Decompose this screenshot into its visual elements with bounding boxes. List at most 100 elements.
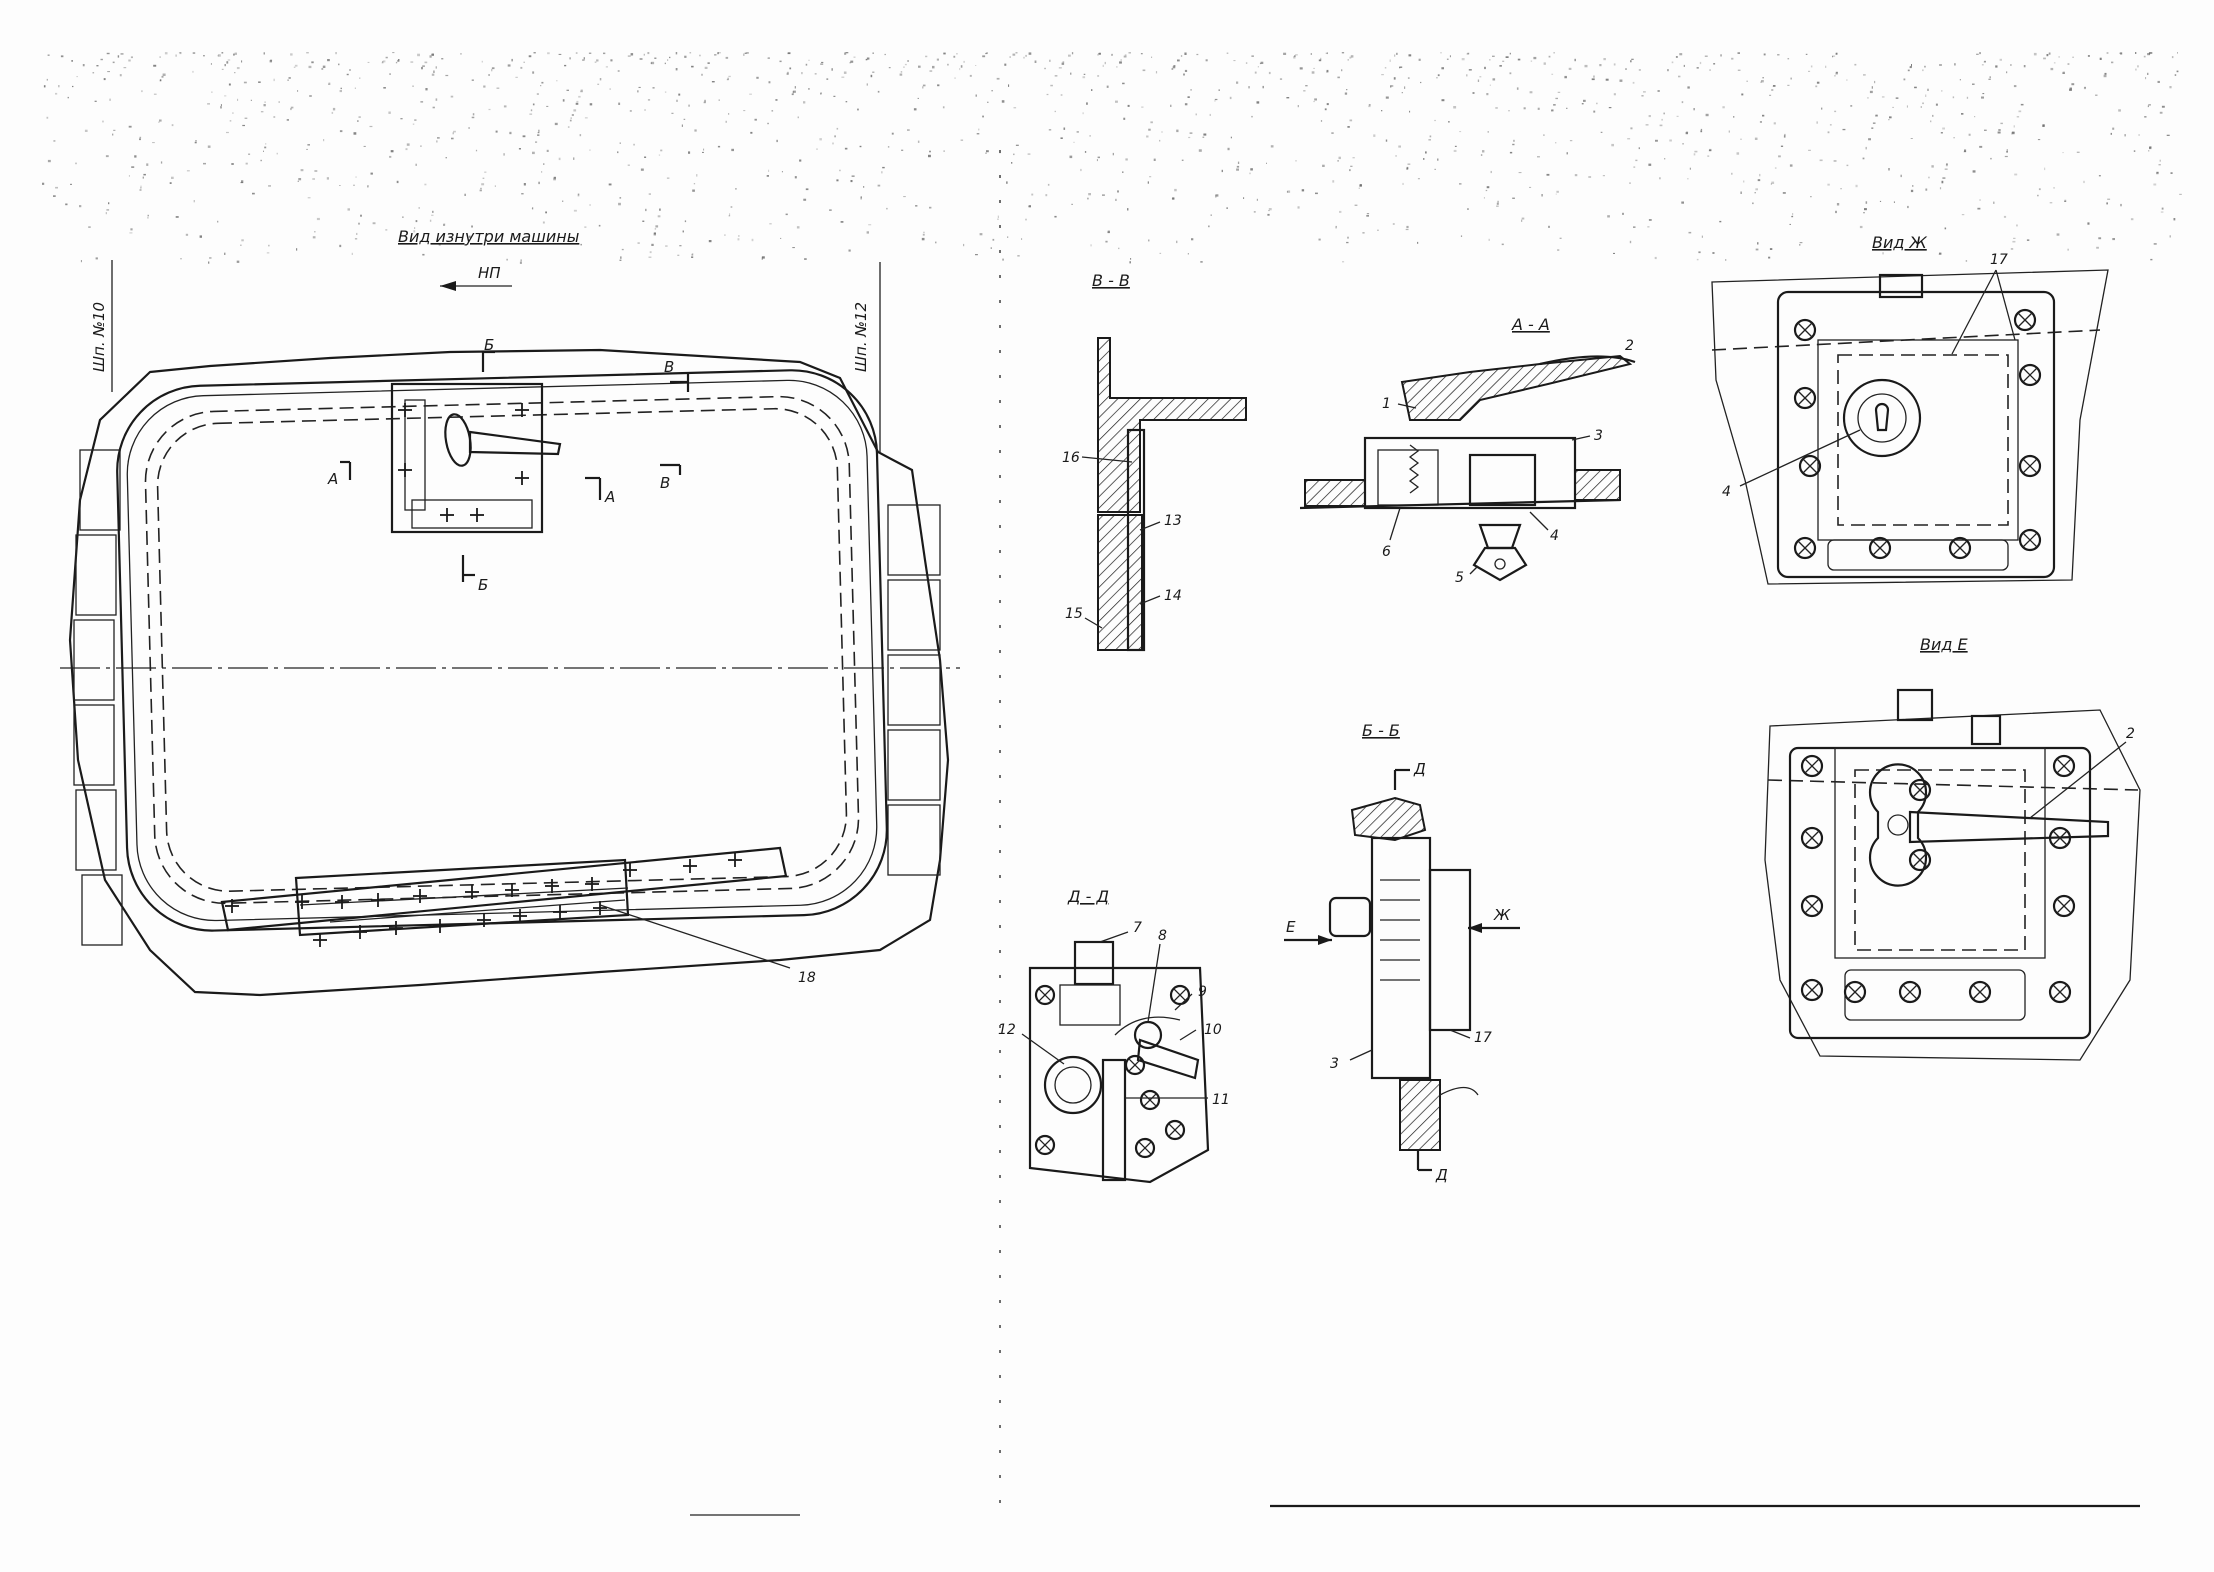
bb-lock-housing bbox=[1370, 836, 1432, 1080]
view-zh: Вид Ж 17 4 bbox=[1711, 233, 2109, 585]
plate-left bbox=[1304, 479, 1366, 507]
view-e-housing bbox=[1834, 747, 2046, 959]
callout-leader-18 bbox=[599, 904, 791, 969]
aa-callout-6: 6 bbox=[1382, 544, 1391, 560]
seal-section bbox=[1097, 514, 1143, 651]
frame-right-label: Шп. №12 bbox=[852, 302, 870, 372]
lock-spring bbox=[1408, 444, 1420, 494]
handle-lever bbox=[1400, 354, 1633, 421]
cam-inner bbox=[1054, 1066, 1092, 1104]
section-bb-title: Б - Б bbox=[1362, 721, 1400, 740]
bb-arrow-e: Е bbox=[1286, 918, 1296, 936]
hatch-inner-edge bbox=[126, 379, 878, 922]
bb-callout-17: 17 bbox=[1474, 1030, 1492, 1046]
lock-spring-housing bbox=[1377, 449, 1439, 506]
left-frame-blocks bbox=[73, 449, 123, 946]
aa-baseline bbox=[1299, 498, 1621, 510]
bb-cover bbox=[1428, 868, 1472, 1032]
section-v-bottom: В bbox=[660, 474, 670, 492]
section-dd-title: Д - Д bbox=[1067, 887, 1109, 906]
angle-profile bbox=[1097, 337, 1247, 513]
pawl bbox=[1136, 1038, 1200, 1080]
main-view-title: Вид изнутри машины bbox=[398, 227, 579, 246]
bb-mark-d-bottom: Д bbox=[1435, 1166, 1448, 1184]
handle-lever-e bbox=[1908, 810, 2110, 844]
section-bb: Б - Б Д Д Е Ж 17 3 bbox=[1284, 721, 1520, 1184]
hinge-strip bbox=[220, 846, 788, 947]
view-e-top-nut bbox=[1896, 688, 1934, 722]
cam-outer bbox=[1043, 1055, 1103, 1115]
dd-callout-8: 8 bbox=[1158, 928, 1167, 944]
section-aa: А - А 2 1 3 6 4 5 bbox=[1299, 315, 1636, 586]
section-marks: А А Б Б В В bbox=[327, 336, 690, 594]
vv-callout-16: 16 bbox=[1062, 450, 1080, 466]
view-e: Вид Е 2 bbox=[1764, 635, 2141, 1061]
zh-callout-17: 17 bbox=[1990, 252, 2008, 268]
section-vv: В - В 16 13 14 15 bbox=[1062, 271, 1247, 652]
lock-cylinder bbox=[1468, 453, 1537, 507]
direction-arrowhead bbox=[440, 281, 456, 291]
handle-grip bbox=[1539, 355, 1636, 366]
latch-guide bbox=[1059, 984, 1121, 1026]
key-hole bbox=[1494, 558, 1506, 570]
lock-cylinder-inner bbox=[1857, 393, 1907, 443]
vv-callout-13: 13 bbox=[1164, 513, 1182, 529]
view-zh-bottom-slot bbox=[1827, 539, 2009, 571]
view-e-cover-hidden bbox=[1854, 769, 2026, 951]
aa-callout-1: 1 bbox=[1382, 396, 1391, 412]
hatch-seal-dash-inner bbox=[156, 407, 848, 892]
bb-bottom-plate bbox=[1399, 1079, 1441, 1151]
keyhole bbox=[1874, 402, 1890, 432]
key-bow bbox=[1472, 546, 1528, 582]
section-vv-title: В - В bbox=[1092, 271, 1130, 290]
frame-left-label: Шп. №10 bbox=[90, 302, 108, 372]
bb-mark-d-top: Д bbox=[1413, 760, 1426, 778]
handle-boss bbox=[1868, 763, 1928, 887]
dd-bolts bbox=[1034, 984, 1191, 1159]
section-dd: Д - Д 7 8 9 10 12 11 bbox=[998, 887, 1230, 1184]
view-zh-outline bbox=[1711, 269, 2109, 585]
plate-right bbox=[1574, 469, 1621, 501]
e-callout-2: 2 bbox=[2126, 726, 2135, 742]
dd-callout-9: 9 bbox=[1198, 984, 1207, 1000]
section-a-right: А bbox=[604, 488, 615, 506]
view-e-hull-line bbox=[1767, 779, 2139, 791]
bb-knob bbox=[1328, 896, 1372, 938]
vv-callout-14: 14 bbox=[1164, 588, 1182, 604]
latch-bolt bbox=[1073, 940, 1115, 986]
slider-bar bbox=[1101, 1058, 1127, 1182]
lock-cylinder-outer bbox=[1842, 378, 1922, 458]
aa-callout-4: 4 bbox=[1550, 528, 1559, 544]
handle-boss-hole bbox=[1887, 814, 1909, 836]
view-zh-title: Вид Ж bbox=[1872, 233, 1928, 252]
hatch-seal-dash bbox=[144, 395, 860, 905]
lock-base-plate bbox=[1028, 966, 1210, 1184]
section-b-bottom: Б bbox=[478, 576, 488, 594]
view-e-bottom-slot bbox=[1844, 969, 2026, 1021]
aa-callout-2: 2 bbox=[1625, 338, 1634, 354]
dd-callout-11: 11 bbox=[1212, 1092, 1230, 1108]
section-a-left: А bbox=[327, 470, 338, 488]
aa-callout-3: 3 bbox=[1594, 428, 1603, 444]
spring-arm bbox=[1114, 1016, 1181, 1036]
direction-label: НП bbox=[478, 264, 501, 282]
view-e-title: Вид Е bbox=[1920, 635, 1969, 654]
view-zh-top-tab bbox=[1878, 273, 1924, 299]
main-hatch-view: Вид изнутри машины НП Шп. №10 Шп. №12 bbox=[60, 227, 960, 997]
bb-handle-hook bbox=[1439, 1086, 1479, 1096]
dd-callout-7: 7 bbox=[1133, 920, 1142, 936]
section-aa-title: А - А bbox=[1511, 315, 1550, 334]
section-v-top: В bbox=[664, 358, 674, 376]
dd-callout-10: 10 bbox=[1204, 1022, 1222, 1038]
zh-callout-4: 4 bbox=[1722, 484, 1731, 500]
key-head bbox=[1478, 523, 1522, 550]
bb-top-bracket bbox=[1350, 796, 1427, 842]
view-e-top-nut-2 bbox=[1970, 714, 2002, 746]
view-zh-cover-hidden bbox=[1837, 354, 2009, 526]
bb-arrow-zh: Ж bbox=[1493, 906, 1511, 924]
bb-callout-3: 3 bbox=[1330, 1056, 1339, 1072]
aa-callout-5: 5 bbox=[1455, 570, 1464, 586]
dd-callout-12: 12 bbox=[998, 1022, 1016, 1038]
